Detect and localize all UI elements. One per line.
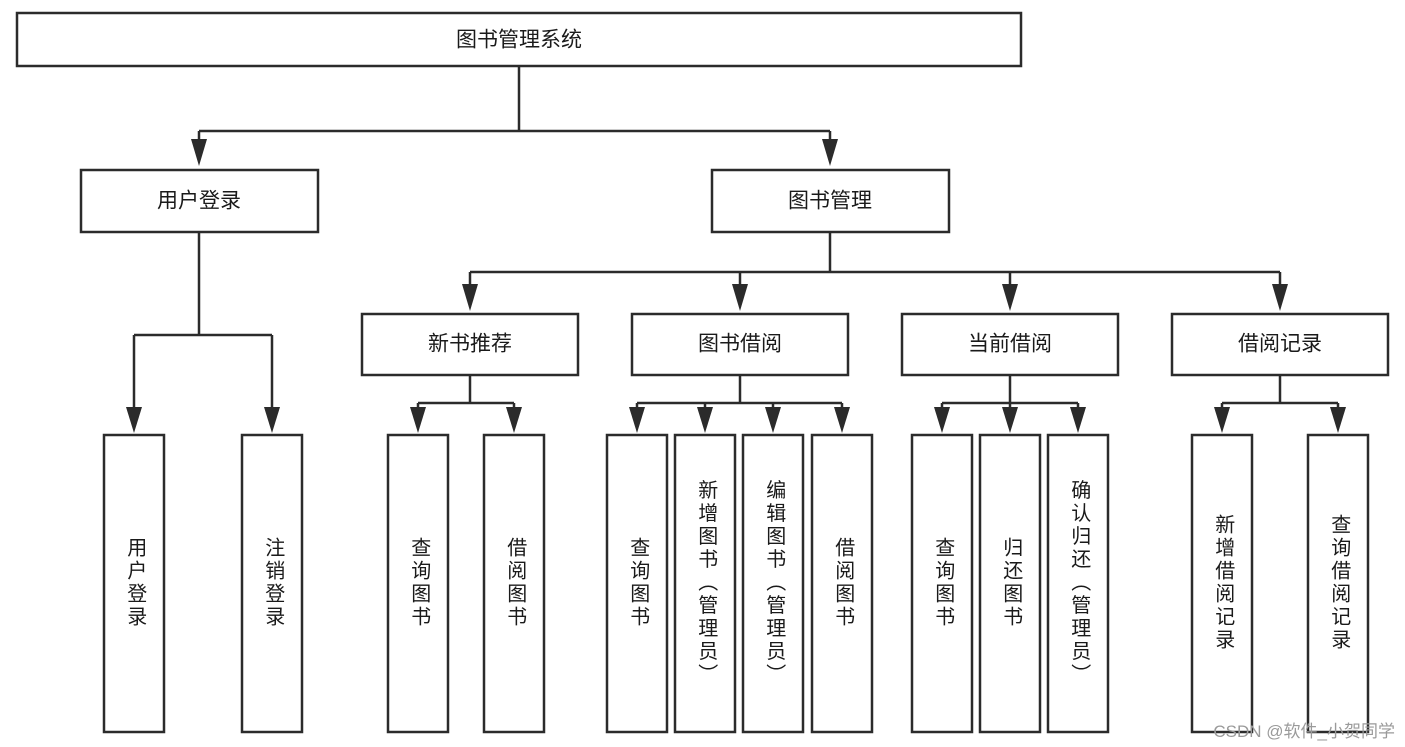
node-borrow-record[interactable]: 借阅记录 <box>1170 312 1390 377</box>
node-new-book-recommend-box <box>360 312 580 377</box>
node-leaf-record-add-record-box <box>1190 433 1254 734</box>
node-leaf-borrow-query-book-label: 查询图书 <box>627 537 650 629</box>
arrow-to-new-book-recommend <box>462 284 478 311</box>
arrow-to-borrow-record <box>1272 284 1288 311</box>
arrow-to-current-borrow <box>1002 284 1018 311</box>
node-current-borrow-label: 当前借阅 <box>968 333 1052 356</box>
node-leaf-record-add-record-label: 新增借阅记录 <box>1212 514 1235 652</box>
node-current-borrow-box <box>900 312 1120 377</box>
arrow-to-borrow-query-book <box>629 407 645 433</box>
node-new-book-recommend-label: 新书推荐 <box>428 333 512 356</box>
arrow-to-current-return-book <box>1002 407 1018 433</box>
node-leaf-borrow-edit-book[interactable]: 编辑图书（管理员） <box>741 433 805 734</box>
node-leaf-recommend-borrow-book[interactable]: 借阅图书 <box>482 433 546 734</box>
node-root-system[interactable]: 图书管理系统 <box>15 11 1023 68</box>
node-leaf-borrow-add-book-box <box>673 433 737 734</box>
node-root-system-box <box>15 11 1023 68</box>
node-leaf-current-return-book-box <box>978 433 1042 734</box>
node-leaf-borrow-borrow-book-box <box>810 433 874 734</box>
node-leaf-record-query-record-label: 查询借阅记录 <box>1328 514 1351 652</box>
arrow-to-leaf-logout <box>264 407 280 433</box>
node-leaf-current-query-book-box <box>910 433 974 734</box>
node-leaf-current-query-book-label: 查询图书 <box>932 537 955 629</box>
node-book-borrow[interactable]: 图书借阅 <box>630 312 850 377</box>
arrow-to-recommend-borrow-book <box>506 407 522 433</box>
node-leaf-borrow-query-book-box <box>605 433 669 734</box>
node-book-management-label: 图书管理 <box>788 190 872 213</box>
node-root-system-label: 图书管理系统 <box>456 29 582 52</box>
node-leaf-borrow-borrow-book-label: 借阅图书 <box>832 537 855 629</box>
node-leaf-record-query-record-box <box>1306 433 1370 734</box>
node-new-book-recommend[interactable]: 新书推荐 <box>360 312 580 377</box>
node-leaf-current-confirm-return-box <box>1046 433 1110 734</box>
arrow-to-borrow-add-book <box>697 407 713 433</box>
node-leaf-user-login[interactable]: 用户登录 <box>102 433 166 734</box>
node-leaf-borrow-add-book[interactable]: 新增图书（管理员） <box>673 433 737 734</box>
arrow-to-book-borrow <box>732 284 748 311</box>
node-leaf-record-query-record[interactable]: 查询借阅记录 <box>1306 433 1370 734</box>
node-leaf-current-query-book[interactable]: 查询图书 <box>910 433 974 734</box>
node-leaf-recommend-borrow-book-label: 借阅图书 <box>504 537 527 629</box>
node-leaf-borrow-add-book-label: 新增图书（管理员） <box>695 479 718 686</box>
node-user-login-box <box>79 168 320 234</box>
arrow-to-recommend-query-book <box>410 407 426 433</box>
node-leaf-current-confirm-return-label: 确认归还（管理员） <box>1068 479 1091 686</box>
arrow-to-user-login <box>191 139 207 166</box>
node-leaf-recommend-query-book-label: 查询图书 <box>408 537 431 629</box>
node-book-borrow-label: 图书借阅 <box>698 333 782 356</box>
node-leaf-current-return-book-label: 归还图书 <box>1000 537 1023 629</box>
node-book-borrow-box <box>630 312 850 377</box>
node-book-management-box <box>710 168 951 234</box>
node-leaf-borrow-borrow-book[interactable]: 借阅图书 <box>810 433 874 734</box>
node-leaf-recommend-query-book[interactable]: 查询图书 <box>386 433 450 734</box>
arrow-to-record-query-record <box>1330 407 1346 433</box>
arrow-to-current-query-book <box>934 407 950 433</box>
node-leaf-record-add-record[interactable]: 新增借阅记录 <box>1190 433 1254 734</box>
arrow-to-book-management <box>822 139 838 166</box>
node-leaf-current-return-book[interactable]: 归还图书 <box>978 433 1042 734</box>
node-borrow-record-label: 借阅记录 <box>1238 333 1322 356</box>
arrow-to-current-confirm-return <box>1070 407 1086 433</box>
connector-layer <box>126 66 1346 433</box>
node-leaf-logout[interactable]: 注销登录 <box>240 433 304 734</box>
node-leaf-user-login-box <box>102 433 166 734</box>
arrow-to-borrow-borrow-book <box>834 407 850 433</box>
node-borrow-record-box <box>1170 312 1390 377</box>
arrow-to-leaf-user-login <box>126 407 142 433</box>
node-leaf-user-login-label: 用户登录 <box>124 537 147 629</box>
node-leaf-borrow-query-book[interactable]: 查询图书 <box>605 433 669 734</box>
node-leaf-logout-box <box>240 433 304 734</box>
node-leaf-recommend-query-book-box <box>386 433 450 734</box>
node-leaf-recommend-borrow-book-box <box>482 433 546 734</box>
node-leaf-borrow-edit-book-label: 编辑图书（管理员） <box>763 479 786 686</box>
node-leaf-current-confirm-return[interactable]: 确认归还（管理员） <box>1046 433 1110 734</box>
node-book-management[interactable]: 图书管理 <box>710 168 951 234</box>
arrow-to-record-add-record <box>1214 407 1230 433</box>
node-current-borrow[interactable]: 当前借阅 <box>900 312 1120 377</box>
node-leaf-borrow-edit-book-box <box>741 433 805 734</box>
node-leaf-logout-label: 注销登录 <box>262 537 285 629</box>
node-user-login-label: 用户登录 <box>157 190 241 213</box>
arrow-to-borrow-edit-book <box>765 407 781 433</box>
node-user-login[interactable]: 用户登录 <box>79 168 320 234</box>
